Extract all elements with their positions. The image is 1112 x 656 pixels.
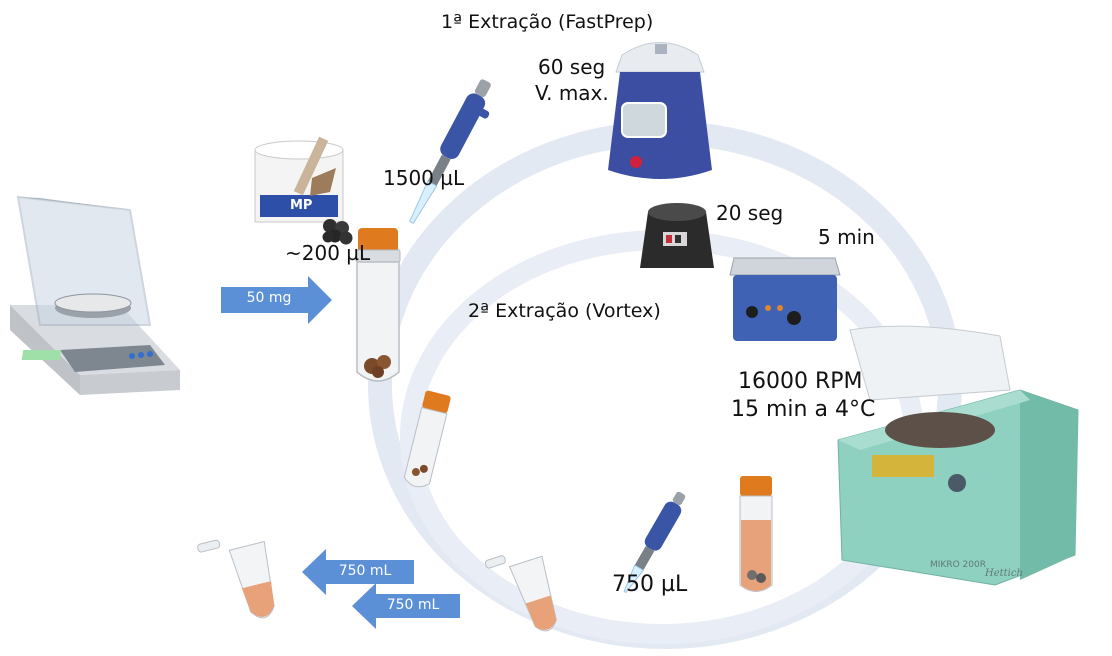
- volume-1500-label: 1500 µL: [383, 166, 465, 190]
- vortex-mixer: [640, 203, 714, 268]
- microtube-middle: [484, 555, 557, 632]
- centrifuge-brand: Hettich: [985, 568, 1023, 579]
- extraction1-time: 60 seg: [538, 55, 606, 79]
- arrow-transfer-1-label: 750 mL: [338, 563, 392, 579]
- centrifuge-model: MIKRO 200R: [930, 560, 986, 570]
- microtube-left: [197, 539, 275, 619]
- arrow-transfer-1: [302, 549, 414, 595]
- beads-jar-image: [254, 136, 344, 223]
- tube-tilted: [403, 390, 451, 488]
- sample-tube: [355, 228, 401, 382]
- extraction1-title: 1ª Extração (FastPrep): [441, 11, 654, 33]
- centrifuge-speed-label: 16000 RPM: [738, 369, 863, 394]
- volume-750-label: 750 µL: [612, 572, 688, 597]
- arrow-transfer-2-label: 750 mL: [386, 597, 440, 613]
- bath-time-label: 5 min: [818, 225, 875, 249]
- arrow-transfer-2: [352, 583, 460, 629]
- extraction1-speed: V. max.: [535, 81, 609, 105]
- centrifuge-time-temp-label: 15 min a 4°C: [731, 397, 876, 422]
- beads-volume-label: ~200 µL: [285, 241, 371, 265]
- ultrasonic-bath: [729, 257, 841, 341]
- arrow-sample-mass-label: 50 mg: [246, 290, 292, 306]
- pipette-small: [623, 491, 686, 594]
- fastprep-homogenizer: [608, 42, 712, 179]
- beads: [322, 219, 353, 245]
- vortex-time-label: 20 seg: [716, 201, 784, 225]
- pipette-large: [409, 79, 491, 225]
- extraction2-title: 2ª Extração (Vortex): [468, 300, 661, 322]
- arrow-sample-mass: [221, 276, 332, 324]
- beads-jar-brand: MP: [290, 198, 313, 213]
- centrifuge: [837, 325, 1079, 586]
- tube-centrifuged: [739, 476, 773, 592]
- analytical-balance: [10, 195, 180, 395]
